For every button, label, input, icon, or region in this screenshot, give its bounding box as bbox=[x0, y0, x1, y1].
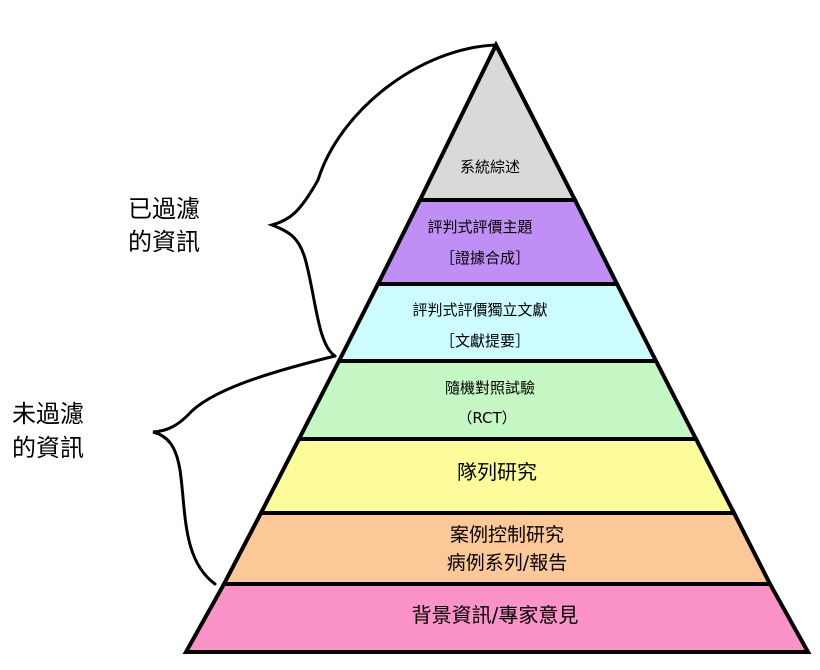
tier-shape-critically-appraised-topics bbox=[374, 198, 621, 286]
filtered-brace-shape bbox=[267, 43, 498, 358]
filtered-info-label-line1: 已過濾 bbox=[128, 195, 200, 223]
tier-background-expert-opinion: 背景資訊/專家意見 bbox=[182, 582, 812, 654]
tier-label-randomized-controlled-trials: 隨機對照試驗 bbox=[445, 379, 535, 397]
tier-label-systematic-reviews: 系統綜述 bbox=[460, 158, 520, 176]
tier-label-critically-appraised-articles: 評判式評價獨立文獻 bbox=[412, 301, 547, 319]
tier-sublabel-article-synopses: ［文獻提要］ bbox=[440, 332, 530, 350]
unfiltered-info-label-line1: 未過濾 bbox=[12, 400, 84, 428]
tier-shape-randomized-controlled-trials bbox=[295, 359, 700, 441]
tier-shape-systematic-reviews bbox=[416, 40, 579, 202]
tier-randomized-controlled-trials: 隨機對照試驗 （RCT） bbox=[295, 359, 700, 441]
tier-sublabel-evidence-synthesis: ［證據合成］ bbox=[440, 249, 530, 267]
unfiltered-info-label-line2: 的資訊 bbox=[12, 434, 84, 462]
filtered-info-label-line2: 的資訊 bbox=[128, 228, 200, 256]
tier-critically-appraised-articles: 評判式評價獨立文獻 ［文獻提要］ bbox=[335, 282, 660, 363]
tier-shape-background-expert-opinion bbox=[182, 582, 812, 654]
tier-label-cohort-studies: 隊列研究 bbox=[457, 460, 537, 484]
tier-label-case-series-reports: 病例系列/報告 bbox=[447, 552, 567, 574]
tier-sublabel-rct: （RCT） bbox=[457, 409, 516, 427]
tier-label-critically-appraised-topics: 評判式評價主題 bbox=[427, 218, 532, 236]
tier-critically-appraised-topics: 評判式評價主題 ［證據合成］ bbox=[374, 198, 621, 286]
unfiltered-brace-shape bbox=[152, 354, 337, 586]
tier-label-background-expert-opinion: 背景資訊/專家意見 bbox=[412, 603, 579, 627]
filtered-info-bracket: 已過濾 的資訊 bbox=[128, 43, 498, 358]
tier-systematic-reviews: 系統綜述 bbox=[416, 40, 579, 202]
tier-case-control-studies: 案例控制研究 病例系列/報告 bbox=[220, 511, 774, 586]
unfiltered-info-bracket: 未過濾 的資訊 bbox=[12, 354, 337, 586]
tier-cohort-studies: 隊列研究 bbox=[257, 437, 738, 515]
tier-label-case-control-studies: 案例控制研究 bbox=[450, 524, 564, 546]
